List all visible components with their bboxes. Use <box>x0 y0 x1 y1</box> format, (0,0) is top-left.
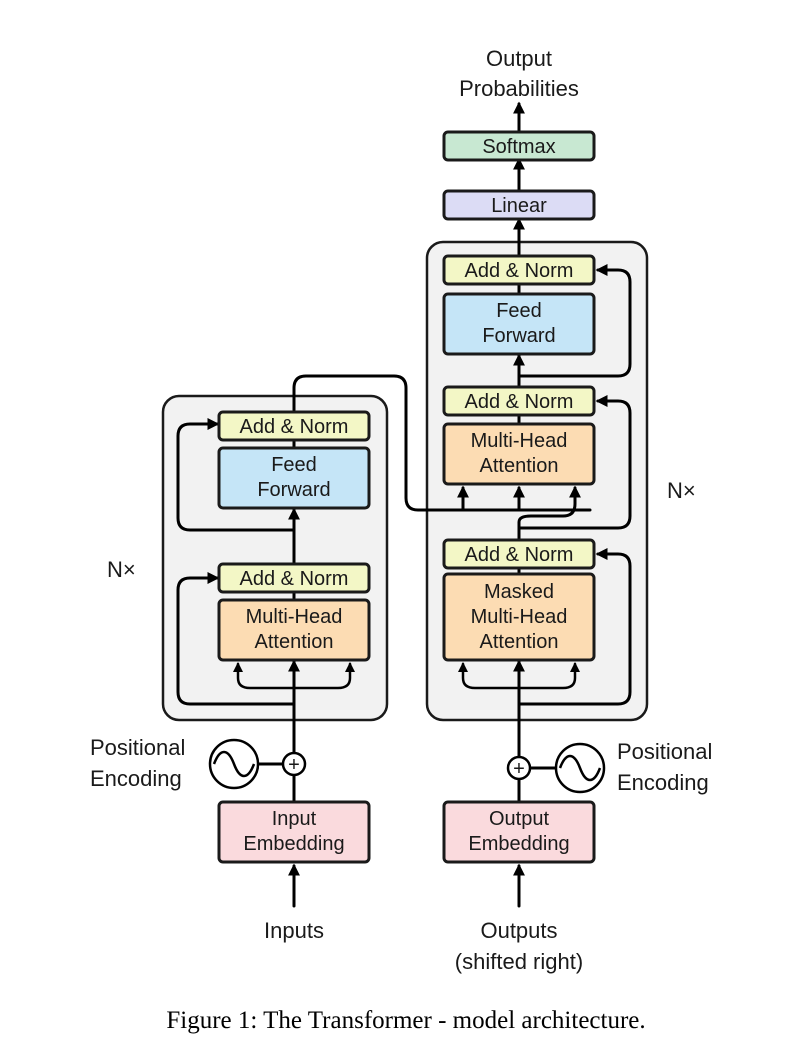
masked-attention-label-line3: Attention <box>480 631 559 653</box>
decoder-masked-multi-head-attention: Masked Multi-Head Attention <box>442 572 596 662</box>
attention-label-line1: Multi-Head <box>471 430 568 452</box>
feed-forward-label-line2: Forward <box>482 325 555 347</box>
input-embedding-label-line1: Input <box>272 808 317 830</box>
encoder-nx-label: N× <box>107 557 136 582</box>
output-probabilities-label-line1: Output <box>486 46 552 71</box>
decoder-add-norm-middle: Add & Norm <box>442 385 596 417</box>
encoder-add-norm-top: Add & Norm <box>217 410 371 442</box>
inputs-label: Inputs <box>264 918 324 943</box>
decoder-positional-encoding-icon <box>554 742 606 794</box>
encoder-multi-head-attention: Multi-Head Attention <box>217 598 371 662</box>
output-probabilities-label-line2: Probabilities <box>459 76 579 101</box>
add-norm-label: Add & Norm <box>465 544 574 566</box>
feed-forward-label-line1: Feed <box>496 300 542 322</box>
decoder-add-norm-top: Add & Norm <box>442 254 596 286</box>
attention-label-line2: Attention <box>255 631 334 653</box>
decoder-add-norm-bottom: Add & Norm <box>442 538 596 570</box>
output-embedding-label-line1: Output <box>489 808 549 830</box>
decoder-positional-encoding-label-line1: Positional <box>617 739 712 764</box>
attention-label-line2: Attention <box>480 455 559 477</box>
add-norm-label: Add & Norm <box>240 416 349 438</box>
feed-forward-label-line1: Feed <box>271 454 317 476</box>
decoder-multi-head-attention: Multi-Head Attention <box>442 422 596 486</box>
add-norm-label: Add & Norm <box>240 568 349 590</box>
add-norm-label: Add & Norm <box>465 260 574 282</box>
encoder-positional-encoding-label-line1: Positional <box>90 735 185 760</box>
softmax-label: Softmax <box>482 136 555 158</box>
decoder-feed-forward: Feed Forward <box>442 292 596 356</box>
encoder-add-circle: + <box>281 751 307 777</box>
decoder-positional-encoding-label-line2: Encoding <box>617 770 709 795</box>
linear-label: Linear <box>491 195 547 217</box>
figure-caption: Figure 1: The Transformer - model archit… <box>166 1007 645 1034</box>
plus-icon: + <box>513 758 525 780</box>
linear-block: Linear <box>442 189 596 221</box>
input-embedding-label-line2: Embedding <box>243 833 344 855</box>
attention-label-line1: Multi-Head <box>246 606 343 628</box>
encoder-feed-forward: Feed Forward <box>217 446 371 510</box>
decoder-add-circle: + <box>506 755 532 781</box>
masked-attention-label-line2: Multi-Head <box>471 606 568 628</box>
outputs-label-line2: (shifted right) <box>455 949 583 974</box>
encoder-positional-encoding-icon <box>208 738 260 790</box>
add-norm-label: Add & Norm <box>465 391 574 413</box>
output-embedding: Output Embedding <box>442 800 596 864</box>
masked-attention-label-line1: Masked <box>484 581 554 603</box>
outputs-label-line1: Outputs <box>480 918 557 943</box>
softmax-block: Softmax <box>442 130 596 162</box>
plus-icon: + <box>288 754 300 776</box>
input-embedding: Input Embedding <box>217 800 371 864</box>
connection-lines <box>176 101 632 908</box>
feed-forward-label-line2: Forward <box>257 479 330 501</box>
encoder-stack <box>161 394 389 722</box>
encoder-add-norm-bottom: Add & Norm <box>217 562 371 594</box>
encoder-positional-encoding-label-line2: Encoding <box>90 766 182 791</box>
decoder-nx-label: N× <box>667 478 696 503</box>
output-embedding-label-line2: Embedding <box>468 833 569 855</box>
